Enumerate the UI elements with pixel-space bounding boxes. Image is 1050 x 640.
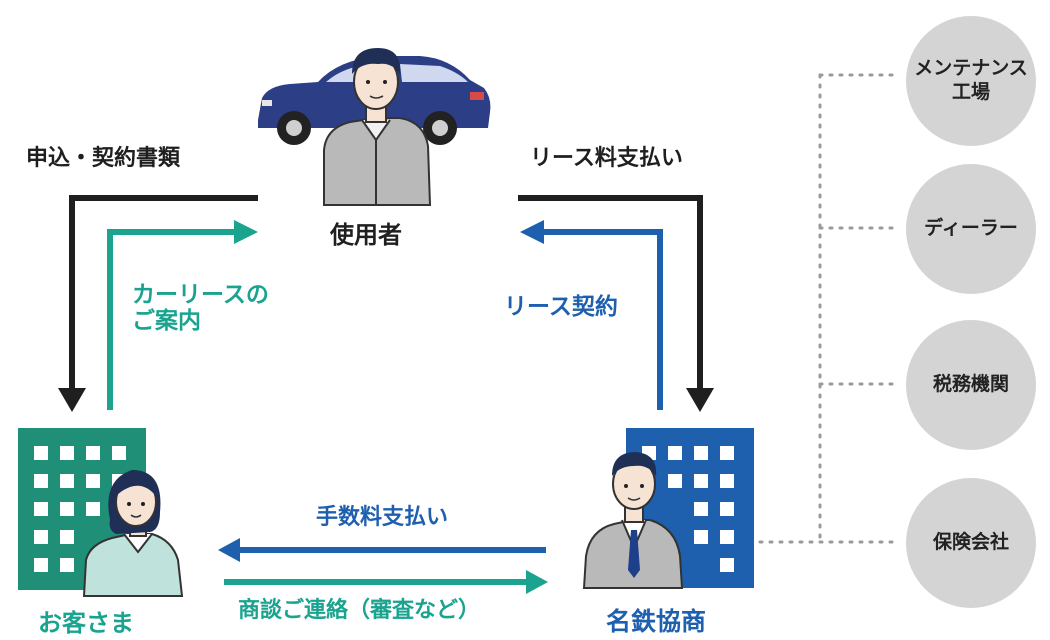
lease-contract-label: リース契約 bbox=[504, 294, 618, 320]
commission-payment-label: 手数料支払い bbox=[316, 505, 449, 530]
customer-label: お客さま bbox=[38, 609, 134, 637]
partner-tax-label: 税務機関 bbox=[932, 373, 1009, 396]
company-label: 名鉄協商 bbox=[606, 607, 707, 636]
user-label: 使用者 bbox=[330, 221, 402, 249]
carlease-info-label: カーリースの ご案内 bbox=[132, 282, 269, 335]
partner-dealer: ディーラー bbox=[906, 164, 1036, 294]
partner-insurance-label: 保険会社 bbox=[932, 531, 1009, 554]
lease-payment-arrow bbox=[518, 195, 703, 392]
carlease-info-line1: カーリースの bbox=[132, 282, 269, 308]
partner-maintenance-label: メンテナンス 工場 bbox=[914, 57, 1028, 103]
customer-person-icon bbox=[82, 470, 184, 597]
company-person-icon bbox=[582, 452, 684, 589]
carlease-info-line2: ご案内 bbox=[132, 308, 201, 335]
carlease-info-arrow bbox=[107, 229, 240, 410]
application-docs-label: 申込・契約書類 bbox=[26, 146, 181, 171]
partner-insurance-company: 保険会社 bbox=[906, 478, 1036, 608]
partner-dealer-label: ディーラー bbox=[924, 217, 1018, 240]
application-docs-arrow bbox=[69, 195, 258, 392]
lease-contract-arrow bbox=[538, 229, 663, 410]
partner-tax-office: 税務機関 bbox=[906, 320, 1036, 450]
user-person-icon bbox=[323, 48, 432, 206]
partner-maintenance-factory: メンテナンス 工場 bbox=[906, 16, 1036, 146]
business-contact-label: 商談ご連絡（審査など） bbox=[238, 598, 481, 623]
lease-payment-label: リース料支払い bbox=[530, 146, 683, 171]
partner-connector-lines bbox=[758, 73, 902, 544]
